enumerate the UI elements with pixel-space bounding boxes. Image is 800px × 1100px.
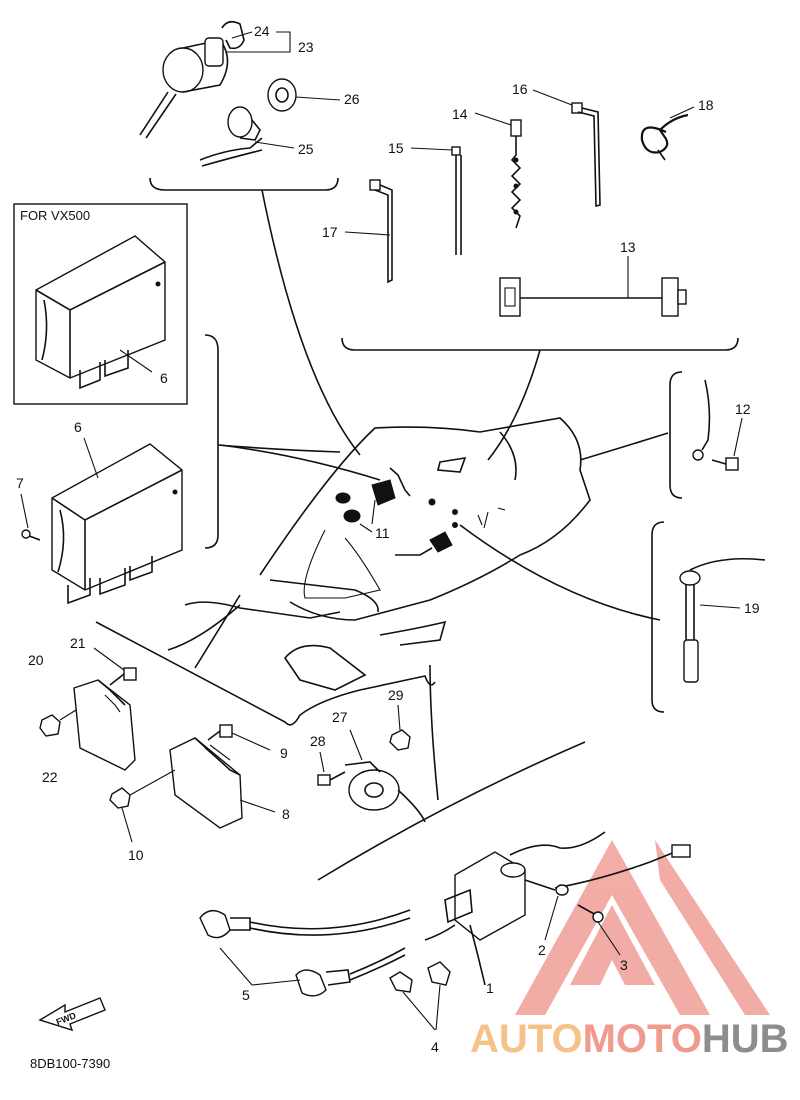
group-bracket-12	[669, 371, 683, 499]
part-bolt-9[interactable]	[207, 724, 271, 751]
watermark-text: AUTOMOTOHUB	[470, 1017, 789, 1061]
callout-17: 17	[322, 224, 338, 240]
part-bolt-28[interactable]	[317, 751, 346, 786]
leader-lines-top-right	[344, 89, 695, 298]
part-nut-22[interactable]	[39, 709, 77, 737]
callout-27: 27	[332, 709, 348, 725]
callout-7: 7	[16, 475, 24, 491]
part-wire-2[interactable]	[544, 844, 691, 941]
part-ecu-vx500[interactable]	[35, 235, 166, 390]
watermark-text-auto: AUTO	[470, 1017, 583, 1061]
group-bracket-top-right	[341, 337, 739, 461]
leader-6b	[83, 437, 99, 479]
part-bolt-12[interactable]	[711, 417, 743, 471]
part-clip-18[interactable]	[640, 113, 689, 161]
callout-6b: 6	[74, 419, 82, 435]
callout-4: 4	[431, 1039, 439, 1055]
callout-28: 28	[310, 733, 326, 749]
leader-lines-top-left	[226, 31, 341, 149]
watermark-text-moto: MOTO	[583, 1017, 702, 1061]
part-cable-tie-15[interactable]	[451, 146, 462, 255]
part-sensor-19[interactable]	[679, 557, 766, 683]
callout-11: 11	[375, 525, 390, 541]
part-ecu[interactable]	[51, 443, 183, 605]
part-screw-3[interactable]	[577, 904, 621, 956]
callout-12: 12	[735, 401, 751, 417]
callout-2: 2	[538, 942, 546, 958]
callout-14: 14	[452, 106, 468, 122]
part-bolt-21[interactable]	[93, 647, 137, 686]
callout-9: 9	[280, 745, 288, 761]
callout-15: 15	[388, 140, 404, 156]
callout-8: 8	[282, 806, 290, 822]
callout-21: 21	[70, 635, 86, 651]
callout-1: 1	[486, 980, 494, 996]
part-bolt-7[interactable]	[20, 493, 41, 541]
watermark-text-hub: HUB	[702, 1017, 789, 1061]
callout-24: 24	[254, 23, 270, 39]
part-switch-cap[interactable]	[267, 78, 297, 112]
part-nut-10[interactable]	[109, 769, 176, 843]
callout-22: 22	[42, 769, 58, 785]
part-plug-cap-5[interactable]	[199, 909, 411, 997]
callout-19: 19	[744, 600, 760, 616]
leader-hull-horn	[429, 664, 439, 801]
variant-box: FOR VX500	[13, 203, 188, 405]
watermark-triangle-icon	[515, 840, 770, 1015]
part-horn-27[interactable]	[344, 729, 426, 823]
callout-labels: 1 2 3 4 5 6 6 7 8 9 10 11 12 13 14 15 16…	[16, 23, 760, 1055]
part-band-13[interactable]	[499, 277, 687, 317]
part-harness-11[interactable]	[335, 467, 506, 556]
drawing-code: 8DB100-7390	[30, 1056, 110, 1071]
callout-18: 18	[698, 97, 714, 113]
part-cable-tie-16[interactable]	[571, 102, 601, 208]
part-cable-tie-17[interactable]	[369, 179, 393, 284]
callout-6a: 6	[160, 370, 168, 386]
variant-box-title: FOR VX500	[20, 208, 90, 223]
callout-23: 23	[298, 39, 314, 55]
callout-26: 26	[344, 91, 360, 107]
callout-13: 13	[620, 239, 636, 255]
callout-10: 10	[128, 847, 144, 863]
part-wire-harness-14[interactable]	[510, 119, 522, 229]
callout-5: 5	[242, 987, 250, 1003]
hull-assembly	[167, 417, 669, 691]
group-bracket-bottom	[317, 741, 586, 881]
group-bracket-top-left	[149, 177, 361, 456]
group-bracket-left	[204, 334, 341, 549]
callout-25: 25	[298, 141, 314, 157]
callout-29: 29	[388, 687, 404, 703]
part-regulator-20[interactable]	[73, 679, 136, 771]
callout-3: 3	[620, 957, 628, 973]
part-nut-29[interactable]	[389, 704, 411, 751]
part-lanyard-switch[interactable]	[199, 106, 263, 167]
leader-11	[359, 499, 376, 533]
group-bracket-19	[651, 521, 665, 713]
callout-20: 20	[28, 652, 44, 668]
part-clamp-4[interactable]	[389, 961, 451, 1031]
watermark-logo	[515, 840, 770, 1015]
group-bracket-mid-left	[95, 594, 436, 726]
part-ignition-coil-1[interactable]	[424, 831, 606, 986]
part-ground-lead-12[interactable]	[692, 379, 711, 461]
fwd-arrow-icon: FWD	[38, 997, 106, 1032]
part-relay-8[interactable]	[169, 737, 276, 829]
part-main-switch[interactable]	[139, 20, 245, 139]
callout-16: 16	[512, 81, 528, 97]
